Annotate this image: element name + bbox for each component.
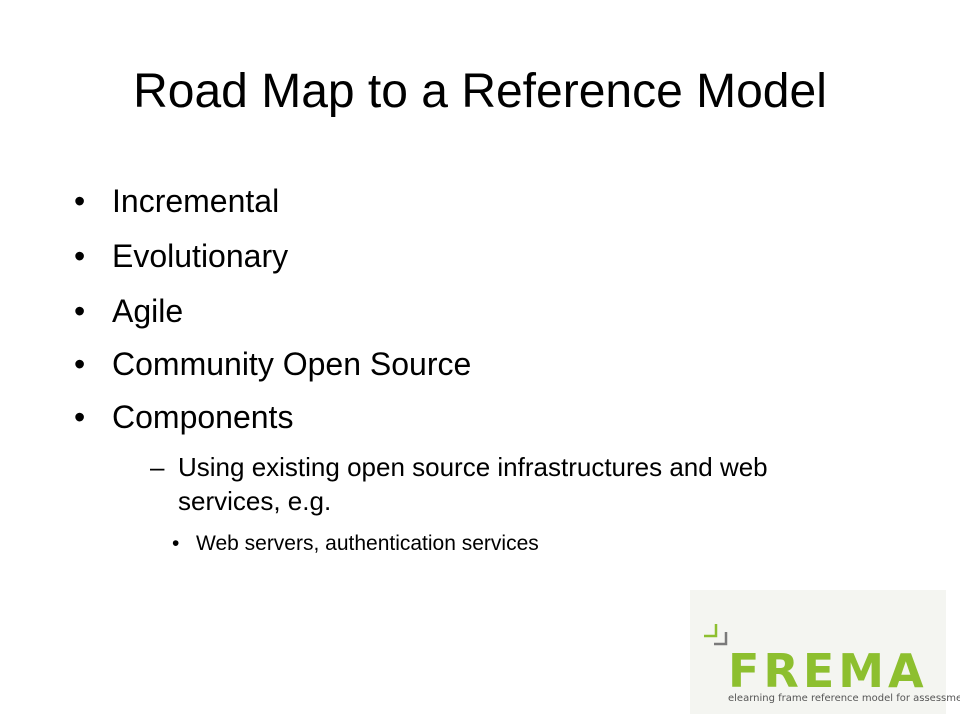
bullet-text: Community Open Source xyxy=(112,346,472,382)
bullet-marker: • xyxy=(74,183,86,219)
sub-sub-bullet-text: Web servers, authentication services xyxy=(196,532,539,555)
frema-logo: FREMA elearning frame reference model fo… xyxy=(690,590,960,714)
bullet-marker: • xyxy=(74,238,86,274)
bullet-item: • Components xyxy=(74,398,294,436)
sub-sub-bullet-item: • Web servers, authentication services xyxy=(172,530,539,558)
sub-bullet-item: – Using existing open source infrastruct… xyxy=(150,450,872,518)
bullet-item: • Incremental xyxy=(74,182,280,220)
sub-bullet-text: Using existing open source infrastructur… xyxy=(178,452,768,516)
bullet-item: • Evolutionary xyxy=(74,237,289,275)
bullet-text: Incremental xyxy=(112,183,280,219)
frema-wordmark: FREMA xyxy=(728,644,928,698)
bullet-text: Evolutionary xyxy=(112,238,289,274)
bullet-marker: • xyxy=(74,399,86,435)
sub-bullet-marker: – xyxy=(150,452,165,482)
bullet-item: • Agile xyxy=(74,292,184,330)
bullet-item: • Community Open Source xyxy=(74,345,472,383)
bullet-list: • Incremental • Evolutionary • Agile • C… xyxy=(74,182,872,558)
frema-corner-icon xyxy=(704,624,728,646)
bullet-text: Components xyxy=(112,399,294,435)
bullet-marker: • xyxy=(74,293,86,329)
bullet-marker: • xyxy=(74,346,86,382)
slide-title: Road Map to a Reference Model xyxy=(133,65,827,118)
sub-sub-bullet-marker: • xyxy=(172,532,180,555)
bullet-text: Agile xyxy=(112,293,184,329)
frema-tagline: elearning frame reference model for asse… xyxy=(728,693,960,704)
